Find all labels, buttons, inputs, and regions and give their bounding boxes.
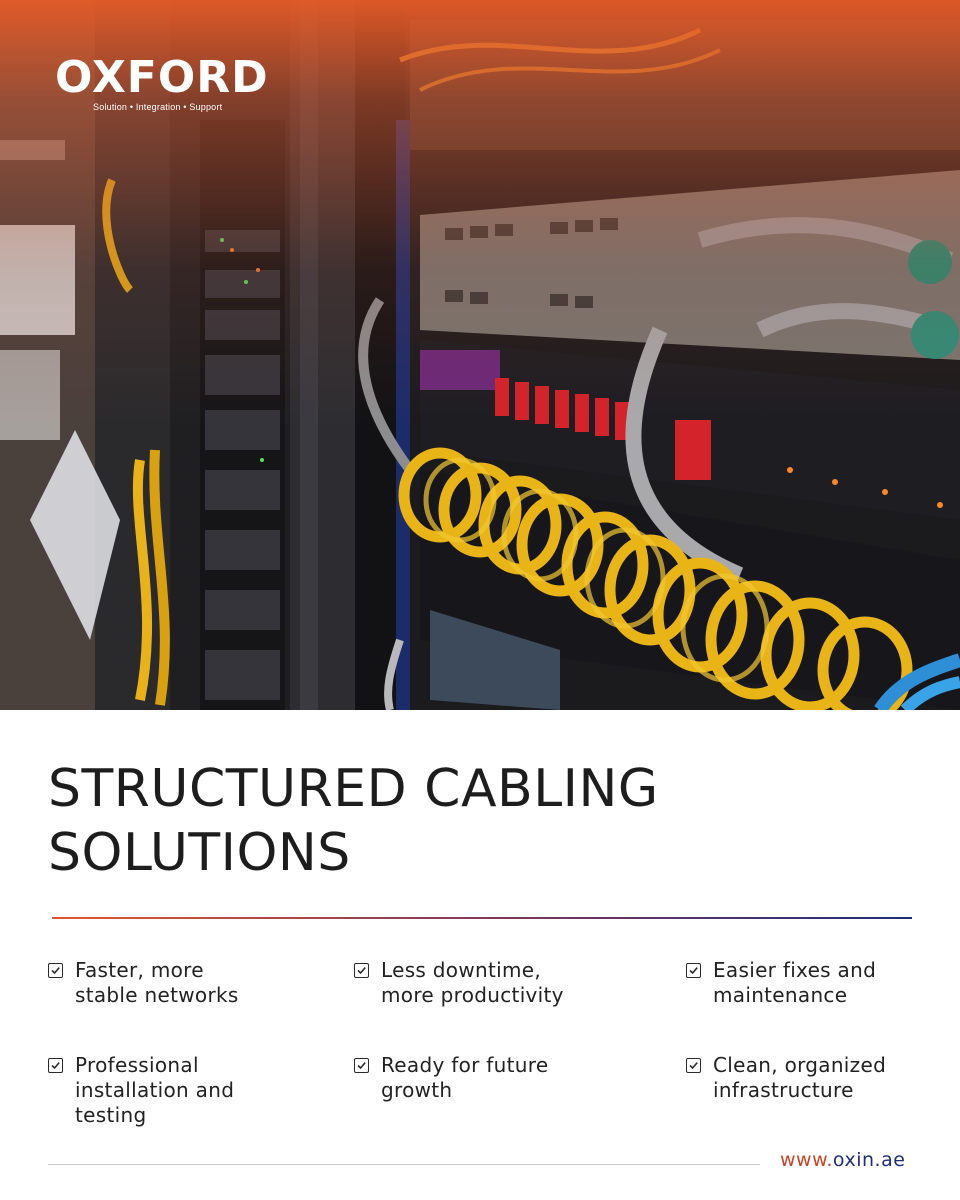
logo-wordmark: OXFORD (55, 52, 269, 103)
feature-text: stable networks (75, 983, 239, 1007)
feature-text: Ready for future (381, 1053, 549, 1077)
website-link[interactable]: www.oxin.ae (780, 1149, 905, 1171)
feature-text: testing (75, 1103, 147, 1127)
gradient-divider (52, 917, 912, 919)
feature-text: installation and (75, 1078, 235, 1102)
checkbox-icon (686, 1058, 701, 1073)
feature-item: Less downtime, more productivity (354, 958, 624, 1008)
feature-text: Faster, more (75, 958, 204, 982)
feature-text: Easier fixes and (713, 958, 877, 982)
feature-text: growth (381, 1078, 453, 1102)
checkbox-icon (48, 963, 63, 978)
feature-text: maintenance (713, 983, 848, 1007)
page-title: STRUCTURED CABLING SOLUTIONS (48, 757, 908, 885)
feature-text: infrastructure (713, 1078, 854, 1102)
hero-image: OXFORD Solution • Integration • Support (0, 0, 960, 710)
website-domain: oxin.ae (832, 1149, 906, 1171)
title-line-1: STRUCTURED CABLING (48, 759, 659, 819)
feature-item: Faster, more stable networks (48, 958, 318, 1008)
feature-item: Clean, organized infrastructure (686, 1053, 956, 1103)
feature-text: Clean, organized (713, 1053, 887, 1077)
checkbox-icon (354, 963, 369, 978)
website-prefix: www. (780, 1149, 833, 1171)
checkbox-icon (686, 963, 701, 978)
feature-text: Less downtime, (381, 958, 542, 982)
brand-logo: OXFORD Solution • Integration • Support (55, 52, 269, 113)
logo-tagline: Solution • Integration • Support (93, 102, 223, 112)
checkbox-icon (48, 1058, 63, 1073)
feature-item: Professional installation and testing (48, 1053, 318, 1128)
checkbox-icon (354, 1058, 369, 1073)
feature-item: Ready for future growth (354, 1053, 624, 1103)
footer-divider (48, 1164, 760, 1165)
feature-text: more productivity (381, 983, 564, 1007)
feature-item: Easier fixes and maintenance (686, 958, 956, 1008)
title-line-2: SOLUTIONS (48, 823, 351, 883)
feature-text: Professional (75, 1053, 199, 1077)
